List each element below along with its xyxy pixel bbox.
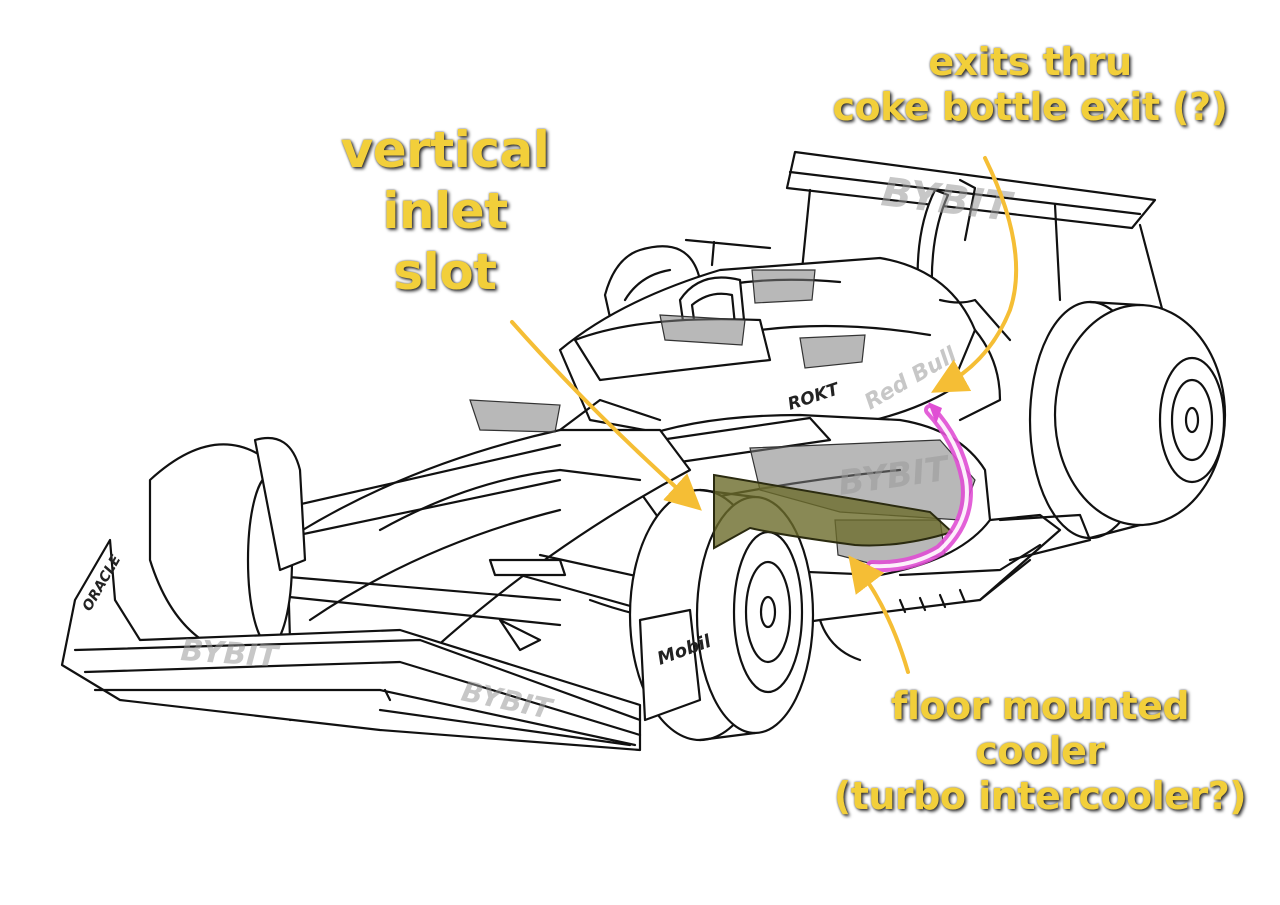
callout-cooler-line-1: floor mounted bbox=[890, 684, 1190, 728]
upper-radiator bbox=[799, 334, 866, 369]
front-left-tire bbox=[148, 436, 307, 657]
callout-exit-line-2: coke bottle exit (?) bbox=[832, 84, 1228, 129]
callout-cooler-line-3: (turbo intercooler?) bbox=[833, 773, 1247, 818]
callout-cooler-line-2: cooler bbox=[975, 728, 1105, 773]
callout-exit-label: exits thru coke bottle exit (?) bbox=[800, 40, 1260, 130]
callout-cooler-label: floor mounted cooler (turbo intercooler?… bbox=[825, 684, 1255, 818]
callout-inlet-line-1: vertical bbox=[340, 121, 550, 179]
inlet-arrow bbox=[510, 320, 702, 511]
floor-cooler-highlight bbox=[713, 473, 954, 550]
left-sidepod-radiator bbox=[469, 399, 561, 433]
airbox-cooler bbox=[751, 269, 816, 304]
rear-right-tire bbox=[1028, 300, 1227, 540]
cooler-arrow bbox=[848, 555, 910, 674]
front-right-tire bbox=[628, 488, 815, 742]
exit-duct-highlight bbox=[866, 402, 973, 573]
cockpit-cooler bbox=[659, 314, 746, 346]
front-wing bbox=[60, 538, 702, 752]
callout-inlet-line-3: slot bbox=[393, 243, 497, 301]
diffuser bbox=[998, 513, 1092, 562]
callout-exit-line-1: exits thru bbox=[928, 40, 1132, 84]
exit-arrow bbox=[931, 156, 1019, 393]
callout-inlet-label: vertical inlet slot bbox=[330, 120, 560, 303]
callout-inlet-line-2: inlet bbox=[382, 182, 508, 240]
livery-bybit-front-wing: BYBIT bbox=[179, 633, 281, 675]
